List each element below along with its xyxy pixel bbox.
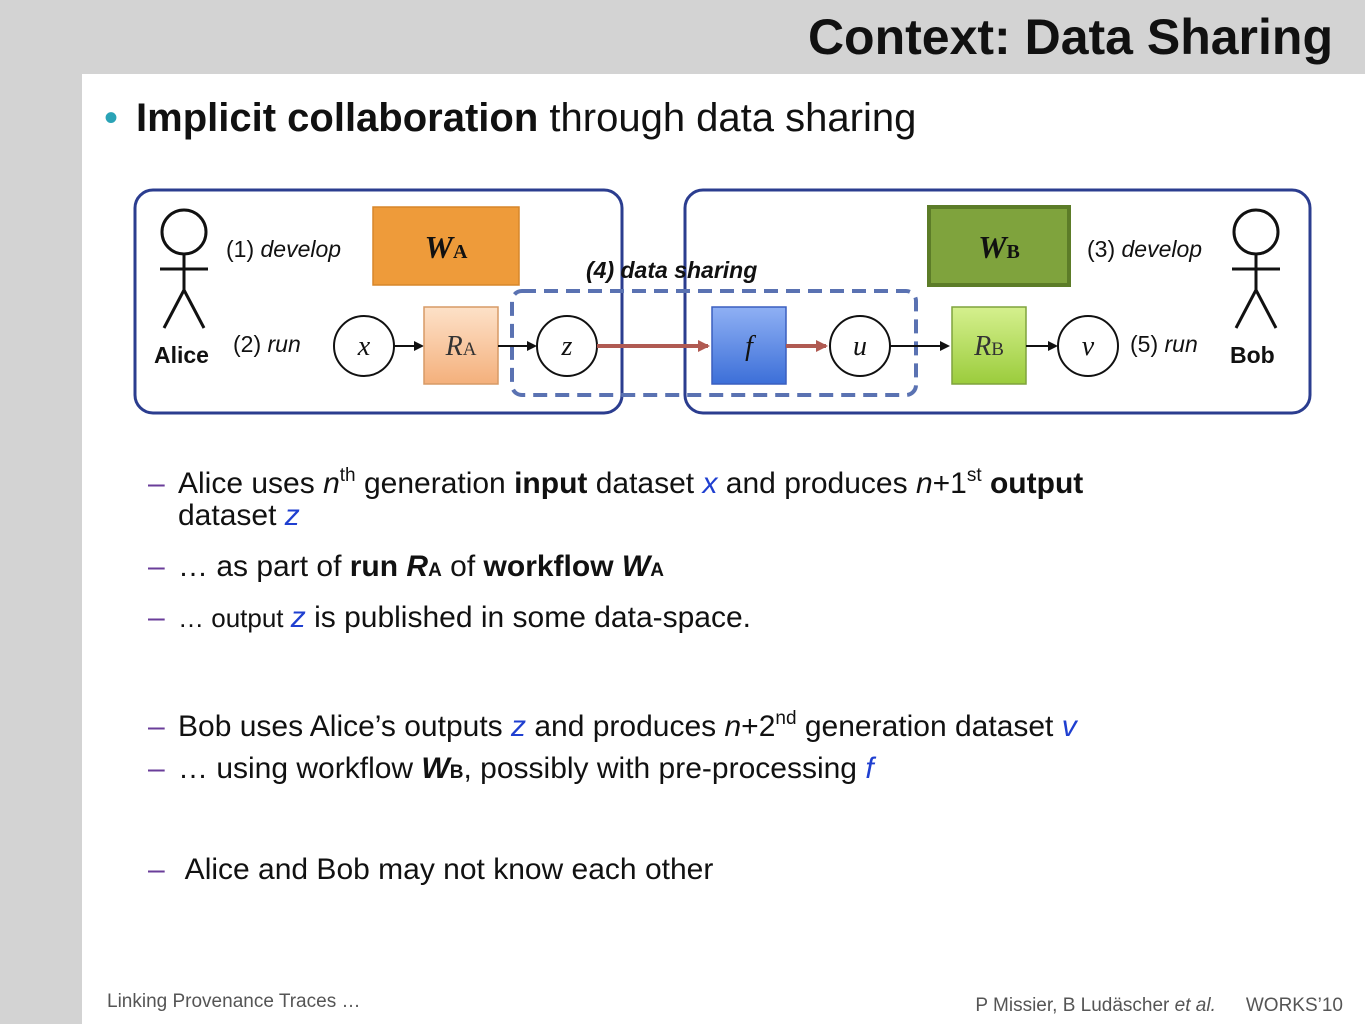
- main-bullet: • Implicit collaboration through data sha…: [104, 96, 916, 141]
- footer-talk-title: Linking Provenance Traces …: [107, 991, 361, 1012]
- alice-frame: [133, 188, 624, 415]
- run-a-label: RA: [445, 331, 477, 362]
- dataset-v-label: v: [1082, 331, 1095, 362]
- bob-label: Bob: [1230, 342, 1275, 368]
- footer-conference: WORKS’10: [1245, 995, 1343, 1016]
- step4-label: (4) data sharing: [586, 257, 757, 283]
- bullet-rest: through data sharing: [538, 96, 917, 140]
- step3-label: (3) develop: [1087, 236, 1202, 262]
- sub-bullet-2: –… as part of run RA of workflow WA: [148, 550, 664, 583]
- bob-frame: [683, 188, 1312, 415]
- footer-authors: P Missier, B Ludäscher: [975, 995, 1175, 1016]
- run-b-label: RB: [973, 331, 1004, 362]
- header-band: [0, 0, 1365, 74]
- dataset-v-node: [1057, 315, 1119, 377]
- workflow-b-label: WB: [978, 229, 1020, 265]
- workflow-b-box: [927, 205, 1071, 287]
- sub-bullet-5: –… using workflow WB, possibly with pre-…: [148, 752, 874, 785]
- bullet-bold: Implicit collaboration: [136, 96, 539, 140]
- sub-bullet-4: –Bob uses Alice’s outputs z and produces…: [148, 708, 1077, 743]
- workflow-a-box: [372, 206, 520, 286]
- alice-label: Alice: [154, 342, 209, 368]
- sub-bullet-1: –Alice uses nth generation input dataset…: [148, 465, 1084, 500]
- sub-bullet-3: –… output z is published in some data-sp…: [148, 601, 752, 634]
- preprocess-f-label: f: [745, 331, 756, 362]
- workflow-a-label: WA: [425, 229, 468, 265]
- step2-label: (2) run: [233, 331, 301, 357]
- run-a-box: [423, 306, 499, 385]
- slide-title: Context: Data Sharing: [807, 9, 1333, 65]
- bob-figure-icon: [1232, 208, 1280, 329]
- sub-bullet-6: – Alice and Bob may not know each other: [148, 853, 714, 886]
- footer-credits: P Missier, B Ludäscher et al. WORKS’10: [975, 995, 1343, 1017]
- preprocess-f-box: [711, 306, 787, 385]
- dataset-z-label: z: [561, 331, 573, 362]
- step1-label: (1) develop: [226, 236, 341, 262]
- sub-bullet-1-cont: dataset z: [178, 499, 300, 532]
- dataset-x-label: x: [357, 331, 371, 362]
- data-sharing-diagram: Alice Bob (1) develop (2) run (3) develo…: [133, 188, 1312, 415]
- footer-etal: et al.: [1174, 995, 1216, 1016]
- step5-label: (5) run: [1130, 331, 1198, 357]
- dataset-u-label: u: [853, 331, 867, 362]
- bullet-dot-icon: •: [104, 96, 119, 140]
- data-sharing-region: [510, 289, 918, 397]
- alice-figure-icon: [160, 208, 208, 329]
- left-band: [0, 0, 82, 1024]
